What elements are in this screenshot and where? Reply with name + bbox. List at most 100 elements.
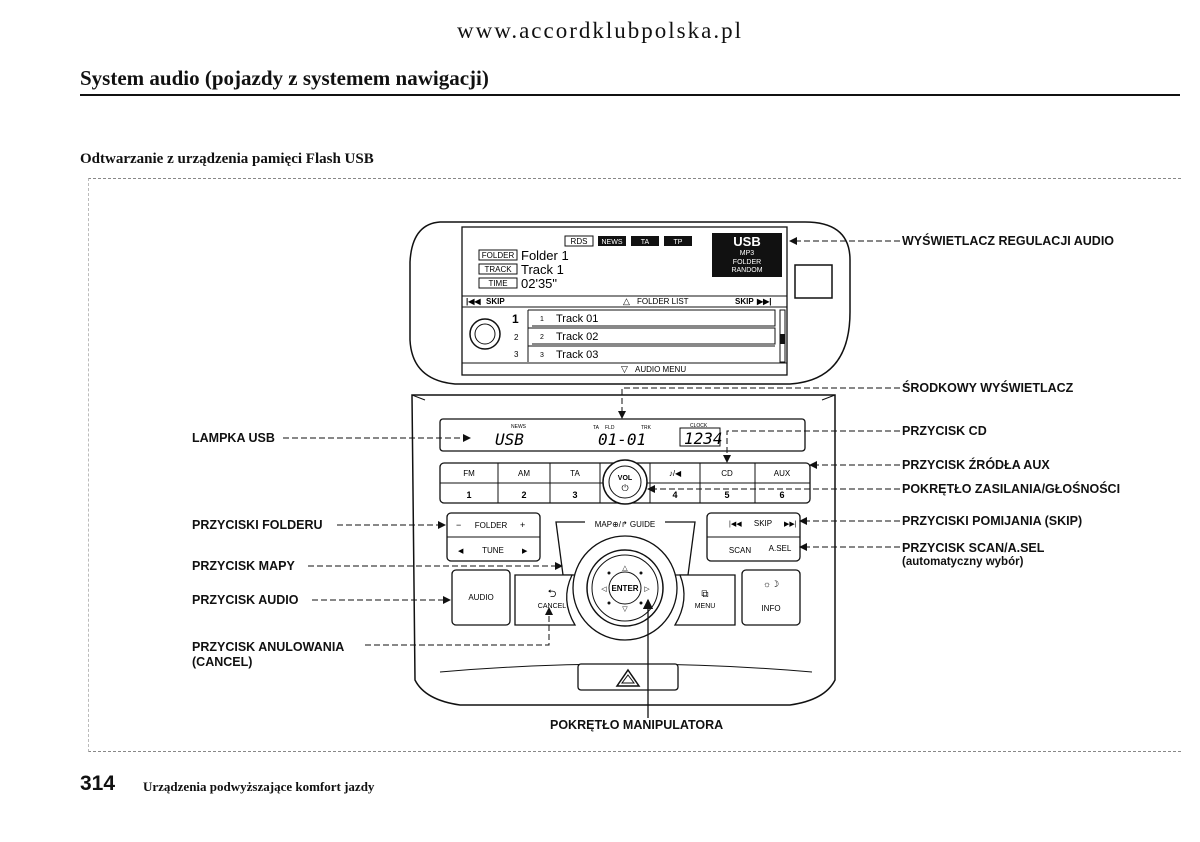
section-subtitle: Odtwarzanie z urządzenia pamięci Flash U… [80,151,374,167]
row-number-1: 1 [512,312,519,326]
am-button[interactable]: AM [518,469,530,478]
dial-left-icon: ◁ [601,586,607,593]
page-number: 314 [80,772,116,795]
preset-5[interactable]: 5 [724,490,729,500]
preset-3[interactable]: 3 [572,490,577,500]
svg-text:▶▶|: ▶▶| [756,297,772,306]
callout-joystick: POKRĘTŁO MANIPULATORA [550,718,724,732]
preset-6[interactable]: 6 [779,490,784,500]
callout-scan-note: (automatyczny wybór) [902,556,1024,568]
indicator-rds: RDS [571,237,588,246]
tune-left-icon: ◀ [458,548,464,555]
skip-forward-icon: ▶▶| [784,521,797,528]
skip-left-label: SKIP [486,297,505,306]
skip-scan-buttons[interactable]: |◀◀ SKIP ▶▶| SCAN A.SEL [706,512,801,562]
site-url: www.accordklubpolska.pl [457,18,743,43]
callout-audio-button: PRZYCISK AUDIO [192,593,299,607]
menu-button-shape[interactable]: ⧉ MENU [673,574,736,626]
folder-down-icon: − [456,520,461,530]
row-number-3: 3 [514,350,519,359]
cd-button[interactable]: CD [721,469,733,478]
info-label: INFO [761,604,780,613]
volume-knob[interactable]: VOL ⏻ [602,459,648,505]
folder-tag: FOLDER [482,251,515,260]
vol-label: VOL [618,475,633,482]
callout-power-volume: POKRĘTŁO ZASILANIA/GŁOŚNOŚCI [902,482,1121,496]
time-value: 02'35" [521,276,557,291]
preset-4[interactable]: 4 [672,490,677,500]
cd-time: 1234 [684,429,723,448]
display-indicators: RDS NEWS TA TP [564,235,692,247]
fm-button[interactable]: FM [463,469,475,478]
dial-up-icon: △ [622,565,628,572]
track-name-1: Track 01 [556,313,598,325]
callout-cd-button: PRZYCISK CD [902,424,987,438]
track-name-2: Track 02 [556,331,598,343]
callout-cancel-button: PRZYCISK ANULOWANIA [192,640,345,654]
callout-center-display: ŚRODKOWY WYŚWIETLACZ [902,381,1074,395]
callout-scan-button: PRZYCISK SCAN/A.SEL [902,541,1045,555]
phone-audio-button[interactable]: ♪/◀ [669,469,682,478]
ta-button[interactable]: TA [570,469,580,478]
screen-knob-inner [474,323,496,345]
time-tag: TIME [488,279,507,288]
svg-text:▽: ▽ [621,364,628,374]
audio-button-label: AUDIO [468,593,493,602]
preset-2[interactable]: 2 [521,490,526,500]
center-display: NEWS TA FLD TRK CLOCK USB 01-01 1234 [439,418,806,452]
cancel-button-shape[interactable]: ⮌ CANCEL [514,574,577,626]
nav-bar: |◀◀ SKIP △ FOLDER LIST SKIP ▶▶| [462,295,787,308]
cancel-label: CANCEL [538,603,567,610]
skip-back-icon: |◀◀ [729,521,742,528]
svg-text:|◀◀: |◀◀ [466,297,481,306]
preset-1[interactable]: 1 [466,490,471,500]
title-rule [80,94,1180,96]
audio-button-shape[interactable]: AUDIO [451,569,511,626]
callout-aux-button: PRZYCISK ŹRÓDŁA AUX [902,458,1050,472]
day-night-icon: ☼☽ [763,579,779,589]
interface-dial[interactable]: ENTER △ ▽ ◁ ▷ [572,535,678,641]
asel-label: A.SEL [769,544,792,553]
folder-list-label: FOLDER LIST [637,297,689,306]
callout-skip-buttons: PRZYCISKI POMIJANIA (SKIP) [902,514,1083,528]
info-button-shape[interactable]: ☼☽ INFO [741,569,801,626]
footer-text: Urządzenia podwyższające komfort jazdy [143,779,375,794]
mode-random: RANDOM [731,267,762,274]
tune-right-icon: ▶ [522,548,528,555]
playback-info: FOLDER Folder 1 TRACK Track 1 TIME 02'35… [478,248,569,291]
indicator-news: NEWS [602,239,623,246]
source-usb: USB [733,234,760,249]
folder-up-icon: + [520,520,525,530]
aux-button[interactable]: AUX [774,469,791,478]
callout-usb-lamp: LAMPKA USB [192,431,275,445]
power-icon: ⏻ [621,483,628,493]
indicator-ta: TA [641,239,650,246]
page-title: System audio (pojazdy z systemem nawigac… [80,66,489,90]
svg-text:△: △ [623,296,630,306]
cd-trk: TRK [641,425,652,431]
dial-right-icon: ▷ [644,586,650,593]
enter-label: ENTER [611,584,638,593]
leader-lines [283,237,900,718]
folder-tune-buttons[interactable]: − FOLDER + ◀ TUNE ▶ [446,512,541,562]
scan-label: SCAN [729,546,751,555]
track-name-3: Track 03 [556,349,598,361]
cd-folder-track: 01-01 [598,430,646,449]
track-value: Track 1 [521,262,564,277]
map-guide-label: MAP⊕/↱ GUIDE [595,520,656,529]
dial-down-icon: ▽ [622,606,628,613]
tune-label: TUNE [482,546,504,555]
cancel-icon: ⮌ [548,588,557,600]
audio-menu-label: AUDIO MENU [635,365,686,374]
format-mp3: MP3 [740,250,755,257]
cd-news: NEWS [511,424,527,430]
menu-icon: ⧉ [701,589,708,600]
cd-clock: CLOCK [690,423,708,429]
cd-source: USB [495,430,524,449]
callout-audio-display: WYŚWIETLACZ REGULACJI AUDIO [902,234,1115,248]
figure-frame [88,178,1181,752]
menu-label: MENU [695,603,716,610]
callout-cancel-note: (CANCEL) [192,655,253,669]
cd-fld: FLD [605,425,615,431]
